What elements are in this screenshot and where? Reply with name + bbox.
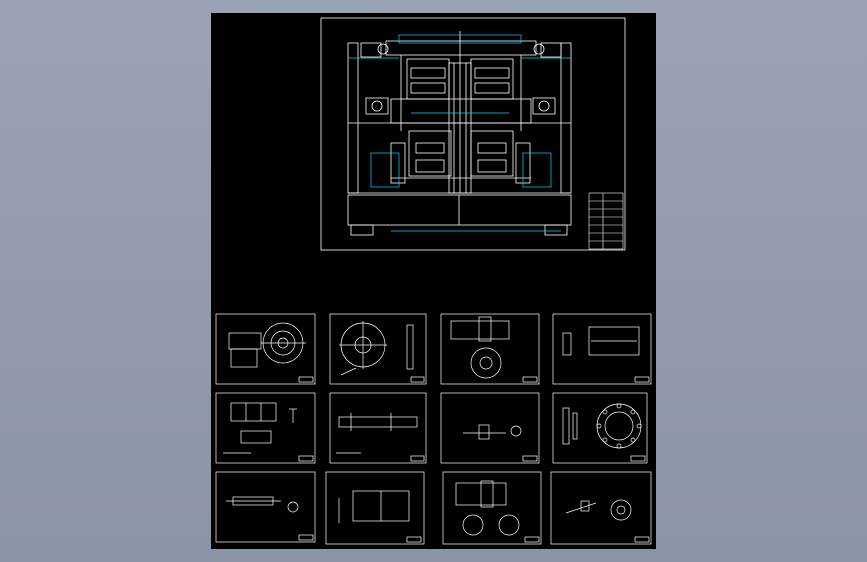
part-drawing-bracket-section[interactable] [552, 313, 652, 385]
title-block-table [588, 192, 624, 250]
part-drawing-long-shaft[interactable] [329, 392, 427, 464]
part-drawing-gear-block[interactable] [440, 313, 540, 385]
cad-drawing-viewport[interactable] [211, 13, 656, 549]
part-drawing-disc-plate[interactable] [329, 313, 427, 385]
part-drawing-roller-assembly[interactable] [442, 471, 542, 545]
part-drawing-spindle[interactable] [215, 471, 316, 543]
cad-canvas [215, 17, 652, 545]
part-drawing-linkage-wheel[interactable] [550, 471, 652, 545]
part-drawing-small-fitting[interactable] [440, 392, 540, 464]
main-assembly-drawing[interactable] [320, 17, 626, 251]
part-drawing-split-plate[interactable] [325, 471, 425, 545]
part-drawing-bolt-circle-flange[interactable] [552, 392, 648, 464]
part-drawing-box-housing[interactable] [215, 392, 316, 464]
part-drawing-shaft-flange[interactable] [215, 313, 316, 385]
dimension-lines [348, 34, 571, 232]
